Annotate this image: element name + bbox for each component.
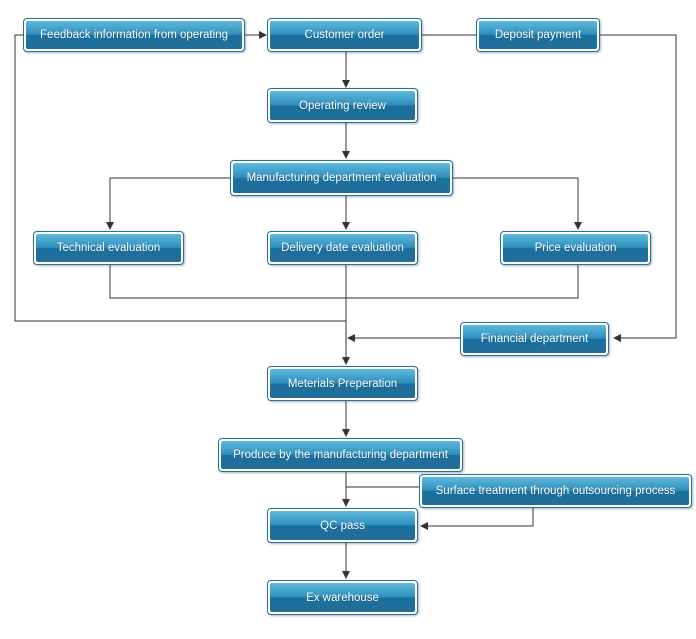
feedback-information-node: Feedback information from operating (23, 18, 245, 52)
price-evaluation-label: Price evaluation (503, 234, 648, 262)
produce-label: Produce by the manufacturing department (221, 441, 460, 469)
financial-department-label: Financial department (463, 325, 606, 353)
ex-warehouse-label: Ex warehouse (270, 583, 415, 612)
technical-evaluation-node: Technical evaluation (33, 231, 184, 265)
feedback-information-label: Feedback information from operating (26, 21, 242, 49)
operating-review-node: Operating review (267, 88, 418, 123)
surface-treatment-node: Surface treatment through outsourcing pr… (419, 474, 692, 508)
connector-manufacturing-to-technical (106, 177, 230, 230)
materials-preparation-node: Meterials Preperation (267, 366, 418, 401)
financial-department-node: Financial department (460, 322, 609, 356)
connector-evaluations-merge (109, 265, 579, 299)
connector-deposit-to-financial (600, 34, 677, 342)
price-evaluation-node: Price evaluation (500, 231, 651, 265)
deposit-payment-node: Deposit payment (476, 18, 600, 52)
connector-feedback-loop (14, 34, 346, 322)
qc-pass-label: QC pass (270, 511, 415, 540)
operating-review-label: Operating review (270, 91, 415, 120)
qc-pass-node: QC pass (267, 508, 418, 543)
ex-warehouse-node: Ex warehouse (267, 580, 418, 615)
materials-preparation-label: Meterials Preperation (270, 369, 415, 398)
manufacturing-evaluation-label: Manufacturing department evaluation (233, 163, 450, 193)
customer-order-node: Customer order (267, 18, 422, 52)
delivery-date-evaluation-node: Delivery date evaluation (267, 231, 418, 265)
manufacturing-evaluation-node: Manufacturing department evaluation (230, 160, 453, 196)
deposit-payment-label: Deposit payment (479, 21, 597, 49)
surface-treatment-label: Surface treatment through outsourcing pr… (422, 477, 689, 505)
delivery-date-evaluation-label: Delivery date evaluation (270, 234, 415, 262)
customer-order-label: Customer order (270, 21, 419, 49)
technical-evaluation-label: Technical evaluation (36, 234, 181, 262)
connector-surface-to-qc (420, 508, 534, 530)
produce-node: Produce by the manufacturing department (218, 438, 463, 472)
connector-manufacturing-to-price (453, 177, 582, 230)
